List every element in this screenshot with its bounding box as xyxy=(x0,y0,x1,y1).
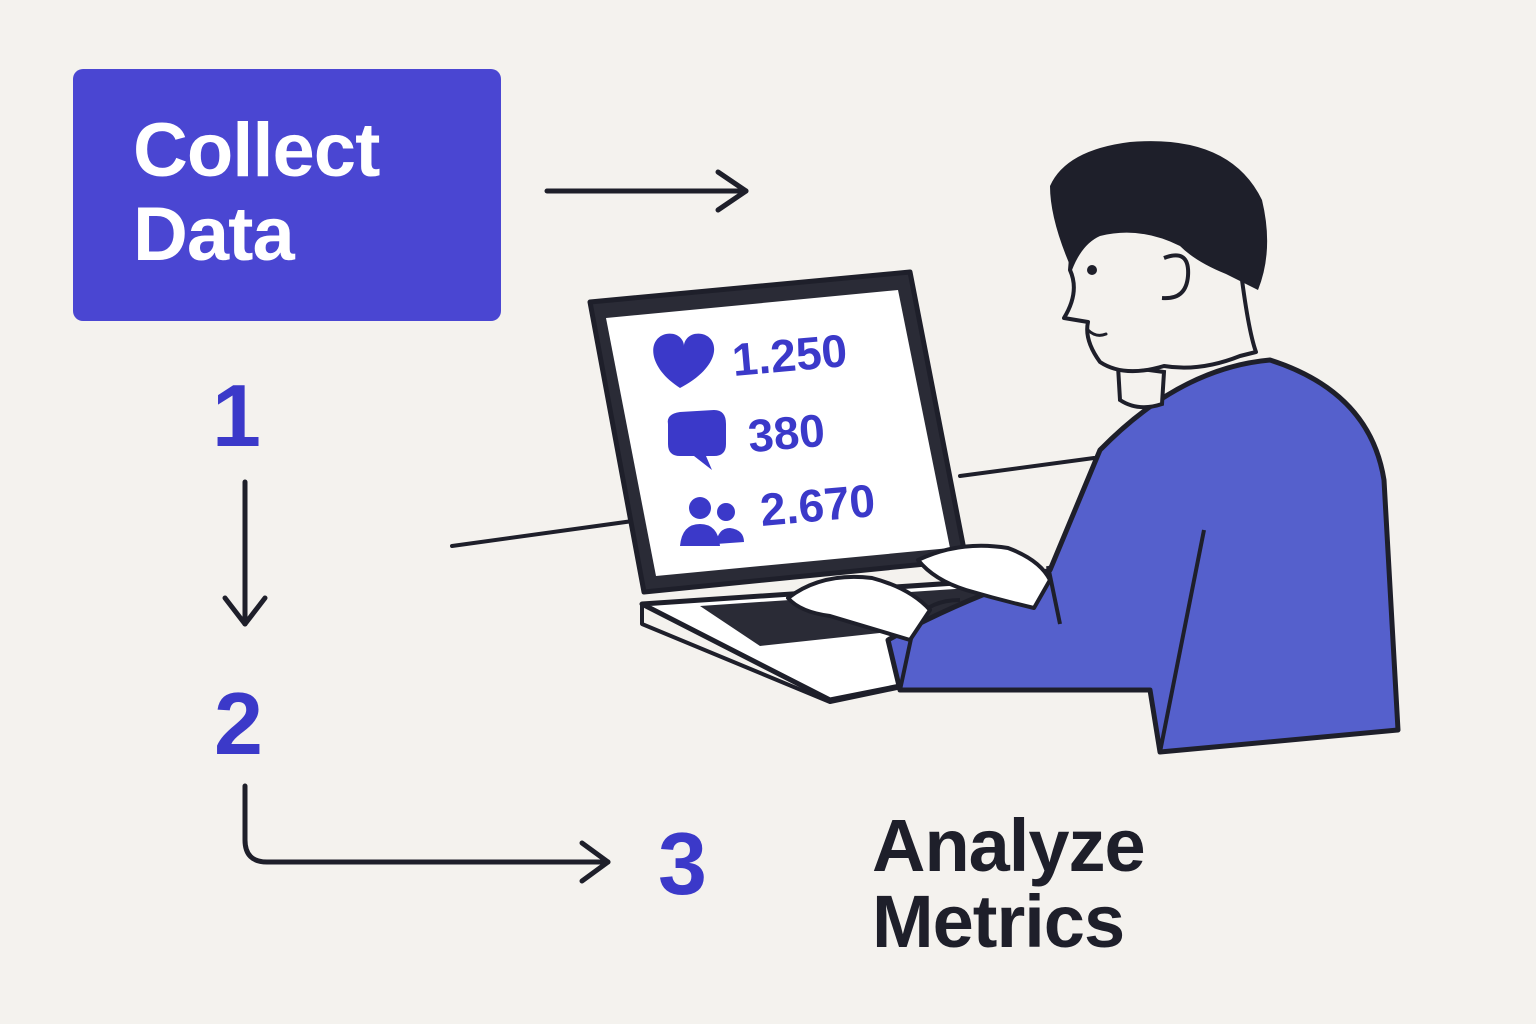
step-number-1: 1 xyxy=(212,366,261,465)
collect-line-1: Collect xyxy=(133,108,380,193)
hair xyxy=(1050,141,1268,290)
likes-count: 1.250 xyxy=(729,324,850,386)
analyze-line-1: Analyze xyxy=(872,804,1146,887)
analyze-metrics-label: Analyze Metrics xyxy=(872,804,1146,963)
arrow-step1-to-step2 xyxy=(222,479,268,627)
chat-bubble-icon xyxy=(667,410,726,470)
desk-edge xyxy=(450,456,1096,548)
followers-count: 2.670 xyxy=(757,474,878,536)
step-number-2: 2 xyxy=(214,674,263,773)
hands xyxy=(786,543,1052,642)
step-number-3: 3 xyxy=(658,814,707,913)
arrow-collect-to-laptop xyxy=(544,169,749,213)
heart-icon xyxy=(653,333,715,388)
users-icon xyxy=(680,497,744,546)
comments-count: 380 xyxy=(745,403,827,463)
person xyxy=(885,141,1401,755)
eye xyxy=(1087,265,1097,275)
arrow-step2-to-step3 xyxy=(242,783,611,884)
analyze-line-2: Metrics xyxy=(872,880,1125,963)
collect-line-2: Data xyxy=(133,192,295,277)
collect-data-box: Collect Data xyxy=(73,69,501,321)
